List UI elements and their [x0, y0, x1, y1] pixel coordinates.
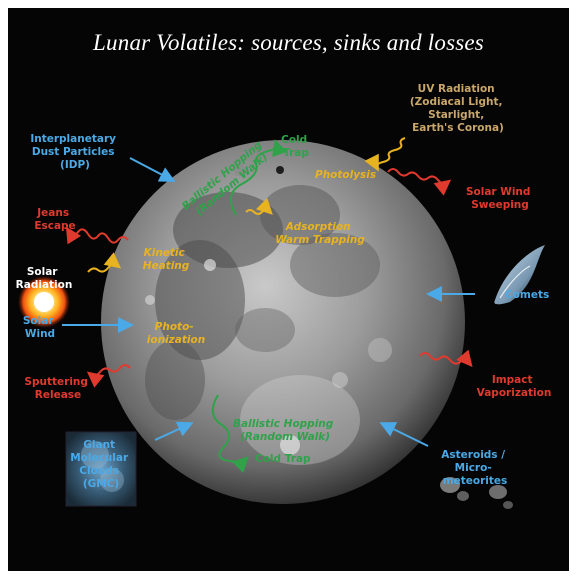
labels: Interplanetary Dust Particles (IDP) UV R… [16, 83, 552, 490]
sun-icon [18, 276, 70, 328]
solar-wind-sweeping-label: Solar Wind Sweeping [466, 186, 534, 211]
impact-vaporization-arrow [419, 349, 473, 368]
loss-arrows [65, 168, 473, 388]
gmc-image [65, 431, 137, 507]
sputtering-release-label: Sputtering Release [24, 376, 91, 401]
solar-wind-label: Solar Wind [23, 315, 57, 340]
transport-paths [211, 139, 288, 474]
adsorption-label: Adsorption Warm Trapping [275, 221, 365, 246]
gmc-arrow [154, 421, 194, 441]
ballistic-top-path [229, 139, 288, 216]
kinetic-heating-label: Kinetic Heating [143, 247, 190, 272]
photoionization-label: Photo- ionization [147, 321, 205, 346]
uv-arrow [364, 137, 406, 172]
solar-radiation-label: Solar Radiation [16, 266, 73, 291]
solar-wind-sweeping-arrow [387, 168, 452, 196]
asteroid-icons [440, 477, 513, 509]
process-arrows [87, 137, 406, 273]
comets-label: Comets [505, 289, 549, 301]
uv-radiation-label: UV Radiation (Zodiacal Light, Starlight,… [410, 83, 506, 134]
impact-vaporization-label: Impact Vaporization [477, 374, 552, 399]
comet-icon [494, 245, 545, 305]
ballistic-bottom-path [211, 394, 249, 474]
idp-arrow [129, 157, 176, 182]
sputtering-arrow [86, 364, 131, 388]
cold-trap-bottom-label: Cold Trap [255, 453, 311, 465]
asteroids-label: Asteroids / Micro- meteorites [441, 449, 508, 487]
diagram-title: Lunar Volatiles: sources, sinks and loss… [93, 30, 484, 55]
cold-trap-top-label: Cold Trap [281, 134, 311, 159]
idp-label: Interplanetary Dust Particles (IDP) [30, 133, 119, 171]
gmc-label: Giant Molecular Clouds (GMC) [70, 439, 132, 490]
moon [101, 140, 465, 504]
photolysis-label: Photolysis [315, 169, 376, 181]
jeans-escape-label: Jeans Escape [34, 207, 75, 232]
asteroids-arrow [379, 422, 429, 447]
jeans-escape-arrow [65, 226, 129, 245]
adsorption-arrow [245, 197, 273, 215]
source-arrows [62, 157, 475, 447]
ballistic-hopping-bottom-label: Ballistic Hopping (Random Walk) [233, 418, 337, 443]
solar-radiation-arrow [87, 252, 122, 273]
